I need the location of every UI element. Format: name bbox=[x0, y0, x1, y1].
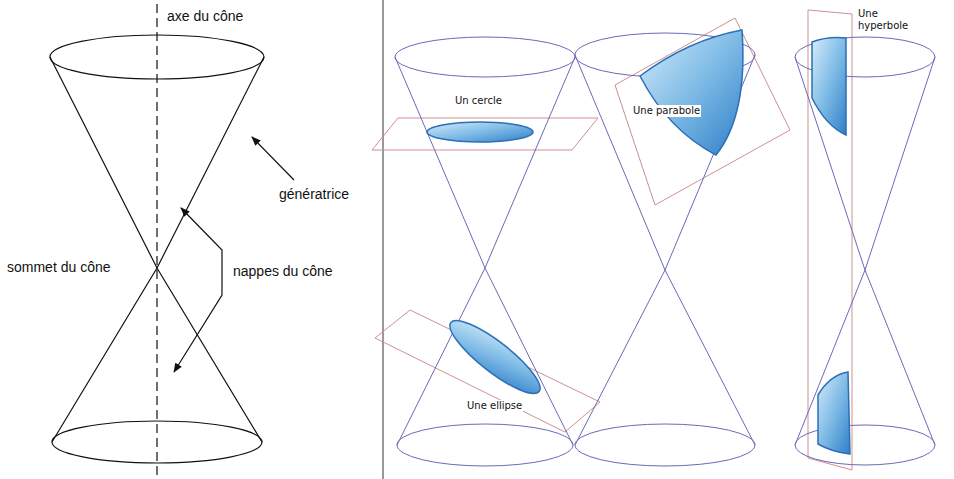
part-label: génératrice bbox=[278, 186, 350, 202]
generatrix-line bbox=[50, 57, 262, 442]
leader-arrow bbox=[174, 208, 222, 372]
cutting-plane bbox=[375, 310, 600, 432]
ellipse-section bbox=[442, 311, 549, 404]
section-label: Un cercle bbox=[454, 95, 503, 107]
leader-arrow bbox=[252, 137, 294, 180]
part-label: sommet du cône bbox=[6, 259, 112, 275]
cone-hyperbola bbox=[795, 10, 935, 470]
hyperbola-branch bbox=[812, 38, 846, 136]
cone-circle-ellipse bbox=[372, 37, 600, 466]
panel-divider bbox=[383, 0, 384, 479]
circle-section bbox=[427, 122, 533, 142]
generatrix-line bbox=[52, 57, 264, 442]
cone-axis bbox=[156, 4, 157, 475]
section-label: Une parabole bbox=[632, 105, 701, 117]
cone-parabola bbox=[575, 18, 790, 466]
section-label: Une ellipse bbox=[466, 400, 523, 412]
part-label: axe du cône bbox=[166, 8, 244, 24]
top-base bbox=[50, 35, 264, 79]
cutting-plane bbox=[372, 118, 598, 150]
cutting-plane bbox=[615, 18, 790, 205]
parabola-section bbox=[640, 30, 743, 155]
cone-diagram bbox=[50, 4, 294, 475]
cutting-plane bbox=[808, 10, 852, 470]
part-label: nappes du cône bbox=[232, 263, 334, 279]
hyperbola-branch bbox=[818, 372, 850, 454]
bottom-base bbox=[52, 421, 262, 463]
section-label: Une hyperbole bbox=[857, 8, 921, 31]
